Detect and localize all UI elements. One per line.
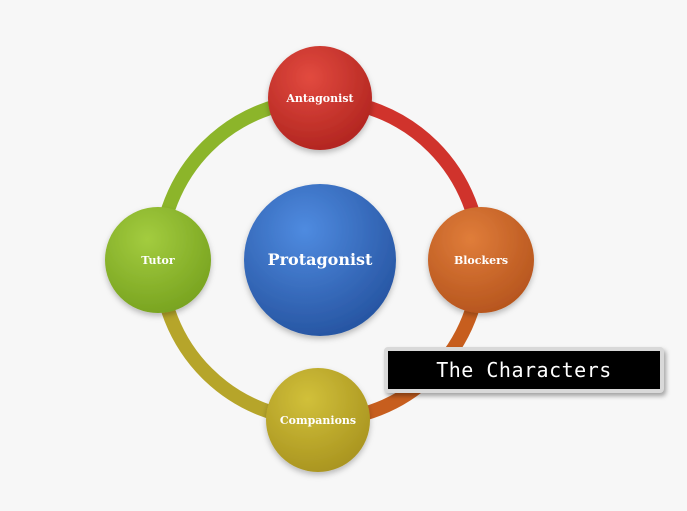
- tutor-node: Tutor: [105, 207, 211, 313]
- blockers-node: Blockers: [428, 207, 534, 313]
- title-text: The Characters: [436, 358, 612, 382]
- antagonist-label: Antagonist: [285, 92, 354, 105]
- companions-label: Companions: [280, 414, 356, 427]
- title-box: The Characters: [384, 347, 664, 393]
- antagonist-node: Antagonist: [268, 46, 372, 150]
- tutor-label: Tutor: [141, 254, 175, 267]
- blockers-label: Blockers: [454, 254, 508, 267]
- companions-node: Companions: [266, 368, 370, 472]
- protagonist-label: Protagonist: [268, 250, 373, 269]
- protagonist-node: Protagonist: [244, 184, 396, 336]
